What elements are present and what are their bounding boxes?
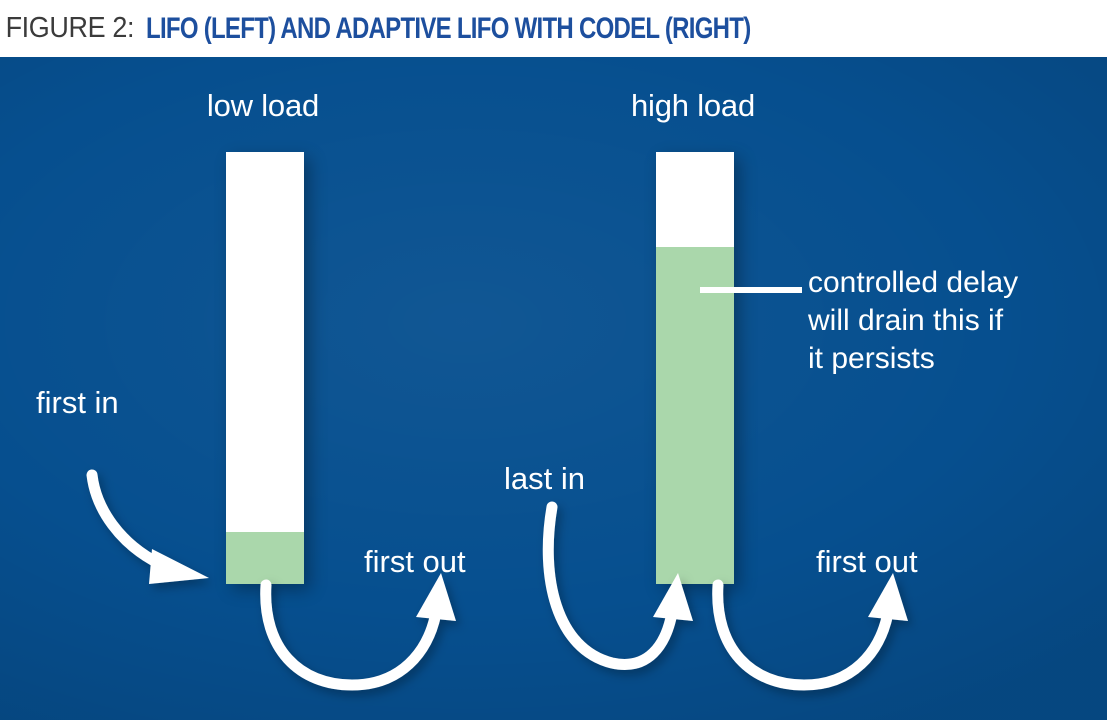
curved-arrow-u-turn-up-icon-first-out-left [260,573,456,691]
callout-line-3: it persists [808,342,935,375]
queue-fill-high-load [656,247,734,584]
page-title: LIFO (LEFT) AND ADAPTIVE LIFO WITH CODEL… [146,11,751,45]
arrow-overlay [86,469,908,691]
annotation-first-in: first in [36,385,119,420]
queue-bar-low-load [226,152,304,584]
figure-title-bar: FIGURE 2: LIFO (LEFT) AND ADAPTIVE LIFO … [0,0,1107,57]
queue-bar-high-load [656,152,734,584]
figure-number-label: FIGURE 2: [5,12,135,44]
callout-leader-line-icon [700,287,802,293]
column-label-low-load: low load [206,88,320,123]
column-label-high-load: high load [630,88,756,123]
callout-line-1: controlled delay [808,266,1019,299]
curved-arrow-u-turn-up-icon-first-out-right [712,573,908,691]
annotation-controlled-delay-callout: controlled delay will drain this if it p… [808,264,1098,378]
annotation-first-out-right: first out [816,544,918,579]
callout-line-2: will drain this if [808,304,1004,337]
curved-arrow-down-right-icon-first-in [86,469,209,584]
queue-fill-low-load [226,532,304,584]
annotation-last-in: last in [504,461,585,496]
diagram-panel: low load high load [0,57,1107,720]
annotation-first-out-left: first out [364,544,466,579]
